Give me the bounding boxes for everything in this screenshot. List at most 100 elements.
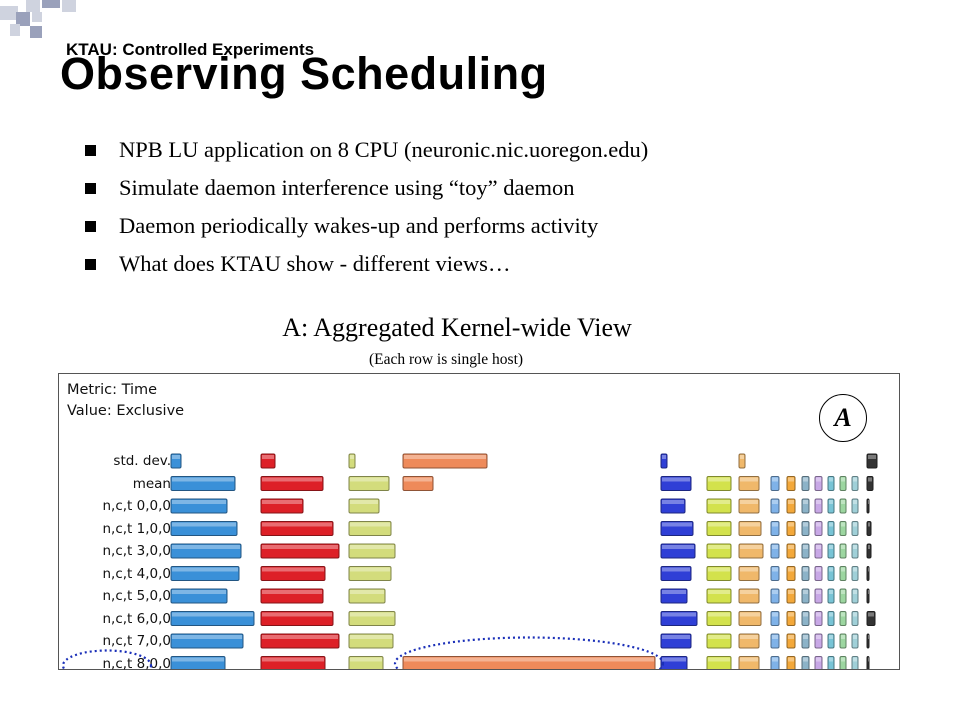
bar-mark	[348, 498, 380, 514]
highlight-ellipse-bar	[393, 636, 665, 669]
bar-shine	[350, 500, 378, 504]
bar-shine	[772, 522, 778, 527]
bar-mark	[814, 476, 823, 491]
bar-shine	[868, 545, 870, 549]
bullet-text: Daemon periodically wakes-up and perform…	[119, 213, 599, 238]
bar-shine	[172, 590, 226, 594]
bar-shine	[816, 522, 821, 527]
bar-mark	[827, 476, 835, 491]
bar-mark	[839, 521, 847, 536]
bar-mark	[170, 498, 228, 514]
bar-shine	[829, 522, 833, 527]
bar-shine	[829, 612, 833, 617]
bar-mark	[170, 453, 182, 469]
bar-mark	[660, 498, 686, 514]
bar-mark	[170, 588, 228, 604]
bar-mark	[866, 498, 870, 514]
bar-shine	[662, 545, 694, 549]
bar-mark	[738, 543, 764, 559]
bar-shine	[662, 590, 686, 594]
bar-mark	[660, 633, 692, 649]
bar-mark	[801, 498, 810, 514]
bar-mark	[348, 521, 392, 536]
bar-mark	[851, 566, 859, 581]
row-label: mean	[132, 475, 171, 492]
bar-shine	[740, 522, 760, 527]
bar-mark	[348, 543, 396, 559]
bar-shine	[740, 455, 744, 459]
bar-shine	[740, 567, 758, 572]
row-label: n,c,t 8,0,0	[102, 655, 172, 672]
bullet-item: Simulate daemon interference using “toy”…	[85, 175, 648, 213]
bar-shine	[350, 657, 382, 662]
bar-mark	[738, 611, 762, 626]
bar-shine	[662, 657, 686, 662]
bar-mark	[866, 656, 870, 669]
bullet-text: Simulate daemon interference using “toy”…	[119, 175, 575, 200]
bar-shine	[772, 657, 778, 662]
bar-mark	[348, 453, 356, 469]
row-label: n,c,t 7,0,0	[102, 633, 172, 649]
bullet-text: What does KTAU show - different views…	[119, 251, 511, 276]
bar-mark	[801, 611, 810, 626]
bullet-list: NPB LU application on 8 CPU (neuronic.ni…	[85, 137, 648, 289]
bar-shine	[350, 545, 394, 549]
bar-shine	[772, 477, 778, 482]
bar-mark	[851, 476, 859, 491]
bar-mark	[851, 633, 859, 649]
bar-shine	[816, 545, 821, 549]
bar-shine	[841, 635, 845, 639]
bar-mark	[839, 633, 847, 649]
bar-shine	[853, 590, 857, 594]
bar-shine	[868, 635, 869, 639]
row-label: std. dev.	[113, 453, 171, 469]
bar-mark	[706, 611, 732, 626]
bar-mark	[801, 543, 810, 559]
bar-mark	[851, 521, 859, 536]
bar-mark	[706, 566, 732, 581]
bar-shine	[853, 567, 857, 572]
bar-mark	[786, 498, 796, 514]
bar-shine	[262, 477, 322, 482]
ktau-profile-figure: Metric: Time Value: Exclusive A std. dev…	[58, 373, 900, 672]
bar-mark	[170, 633, 244, 649]
bar-shine	[853, 635, 857, 639]
bar-mark	[851, 611, 859, 626]
bar-mark	[814, 543, 823, 559]
bar-mark	[738, 566, 760, 581]
bar-shine	[841, 612, 845, 617]
bar-shine	[841, 590, 845, 594]
bar-shine	[788, 567, 794, 572]
bar-chart	[61, 453, 878, 669]
bar-mark	[260, 566, 326, 581]
bar-shine	[708, 657, 730, 662]
bar-mark	[814, 521, 823, 536]
bar-shine	[841, 500, 845, 504]
bar-shine	[853, 545, 857, 549]
bar-shine	[772, 567, 778, 572]
bar-mark	[839, 588, 847, 604]
bar-mark	[866, 453, 878, 469]
bar-shine	[172, 522, 236, 527]
bar-mark	[866, 566, 870, 581]
bar-mark	[786, 588, 796, 604]
bar-shine	[662, 500, 684, 504]
bar-shine	[803, 545, 808, 549]
bar-shine	[262, 657, 324, 662]
row-label: n,c,t 3,0,0	[102, 543, 172, 559]
bar-shine	[868, 657, 869, 662]
bar-shine	[350, 455, 354, 459]
bar-shine	[803, 567, 808, 572]
bar-shine	[350, 522, 390, 527]
bar-shine	[816, 635, 821, 639]
bar-shine	[829, 657, 833, 662]
bar-mark	[851, 498, 859, 514]
bar-mark	[348, 588, 386, 604]
bar-shine	[708, 567, 730, 572]
bar-shine	[708, 500, 730, 504]
bar-shine	[708, 545, 730, 549]
value-label: Value: Exclusive	[67, 403, 185, 419]
bar-mark	[706, 656, 732, 669]
bar-mark	[827, 543, 835, 559]
bar-mark	[402, 656, 656, 669]
